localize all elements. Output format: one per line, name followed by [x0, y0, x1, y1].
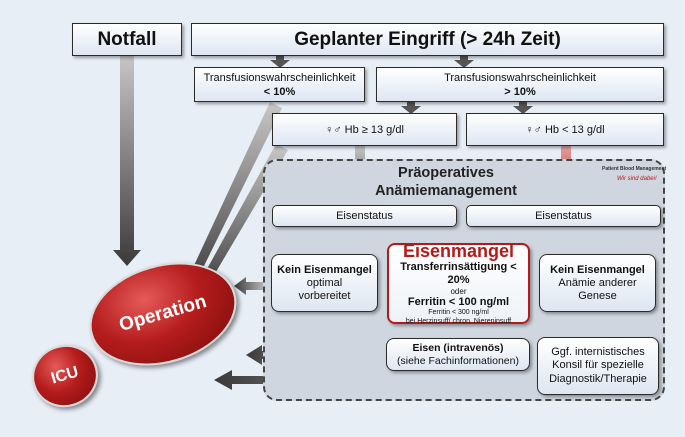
- eisenmangel-small2: bei Herzinsuff/ chron. Niereninsuff: [405, 317, 512, 325]
- eisenmangel-title: Eisenmangel: [402, 241, 515, 261]
- panel-title-line2: Anämiemanagement: [375, 183, 517, 199]
- eisenstatus-left-label: Eisenstatus: [336, 210, 393, 222]
- hb-low-label: ♀♂ Hb < 13 g/dl: [525, 123, 605, 136]
- kein-eisenmangel-left-box: Kein Eisenmangel optimal vorbereitet: [271, 254, 378, 312]
- operation-label: Operation: [116, 291, 209, 336]
- eisenmangel-oder: oder: [450, 287, 467, 296]
- eisen-iv-title: Eisen (intravenös): [412, 341, 504, 354]
- kein-left-line1: optimal: [306, 276, 343, 289]
- eisenmangel-line2: Ferritin < 100 ng/ml: [407, 296, 510, 308]
- transfusion-high-box: Transfusionswahrscheinlichkeit > 10%: [376, 67, 664, 102]
- hb-high-label: ♀♂ Hb ≥ 13 g/dl: [325, 123, 404, 136]
- arrow-geplant-low: [270, 54, 290, 68]
- eisenstatus-right-label: Eisenstatus: [535, 210, 592, 222]
- panel-title: Präoperatives Anämiemanagement: [330, 164, 562, 200]
- notfall-label: Notfall: [97, 28, 157, 50]
- panel-title-line1: Präoperatives: [398, 165, 494, 181]
- eisenstatus-right-box: Eisenstatus: [466, 205, 661, 227]
- arrow-kein-left-operation: [234, 277, 270, 295]
- transfusion-low-line1: Transfusionswahrscheinlichkeit: [203, 71, 356, 84]
- geplant-box: Geplanter Eingriff (> 24h Zeit): [191, 23, 664, 56]
- hb-high-box: ♀♂ Hb ≥ 13 g/dl: [272, 113, 457, 146]
- geplant-label: Geplanter Eingriff (> 24h Zeit): [294, 28, 561, 50]
- konsil-line3: Diagnostik/Therapie: [549, 372, 647, 385]
- pbm-logo-text: Patient Blood Management: [602, 166, 667, 172]
- kein-eisenmangel-right-box: Kein Eisenmangel Anämie anderer Genese: [539, 254, 656, 312]
- konsil-line2: Konsil für spezielle: [552, 359, 644, 372]
- kein-right-line2: Genese: [578, 289, 617, 302]
- transfusion-high-line1: Transfusionswahrscheinlichkeit: [444, 71, 596, 84]
- kein-left-title: Kein Eisenmangel: [277, 263, 372, 276]
- eisen-iv-box: Eisen (intravenös) (siehe Fachinformatio…: [386, 338, 530, 371]
- transfusion-low-line2: < 10%: [263, 85, 296, 98]
- arrow-notfall-operation: [113, 52, 141, 266]
- eisenmangel-small1: Ferritin < 300 ng/ml: [428, 309, 489, 316]
- arrow-low-operation: [182, 102, 282, 292]
- eisenstatus-left-box: Eisenstatus: [272, 205, 457, 227]
- kein-right-line1: Anämie anderer: [558, 276, 637, 289]
- icu-label: ICU: [49, 363, 81, 388]
- pbm-logo-sub: Wir sind dabei!: [617, 176, 657, 182]
- transfusion-high-line2: > 10%: [504, 85, 536, 98]
- kein-left-line2: vorbereitet: [298, 289, 351, 302]
- eisen-iv-sub: (siehe Fachinformationen): [397, 354, 519, 367]
- eisenmangel-box: Eisenmangel Transferrinsättigung < 20% o…: [387, 241, 530, 325]
- arrow-geplant-high: [454, 54, 474, 68]
- hb-low-box: ♀♂ Hb < 13 g/dl: [466, 113, 664, 146]
- konsil-line1: Ggf. internistisches: [551, 345, 645, 358]
- notfall-box: Notfall: [72, 23, 182, 56]
- transfusion-low-box: Transfusionswahrscheinlichkeit < 10%: [194, 67, 365, 102]
- konsil-box: Ggf. internistisches Konsil für speziell…: [537, 337, 659, 395]
- arrow-high-hb-low: [513, 102, 533, 114]
- kein-right-title: Kein Eisenmangel: [550, 263, 645, 276]
- eisenmangel-line1: Transferrinsättigung < 20%: [400, 261, 517, 286]
- arrow-high-hb-high: [401, 102, 421, 114]
